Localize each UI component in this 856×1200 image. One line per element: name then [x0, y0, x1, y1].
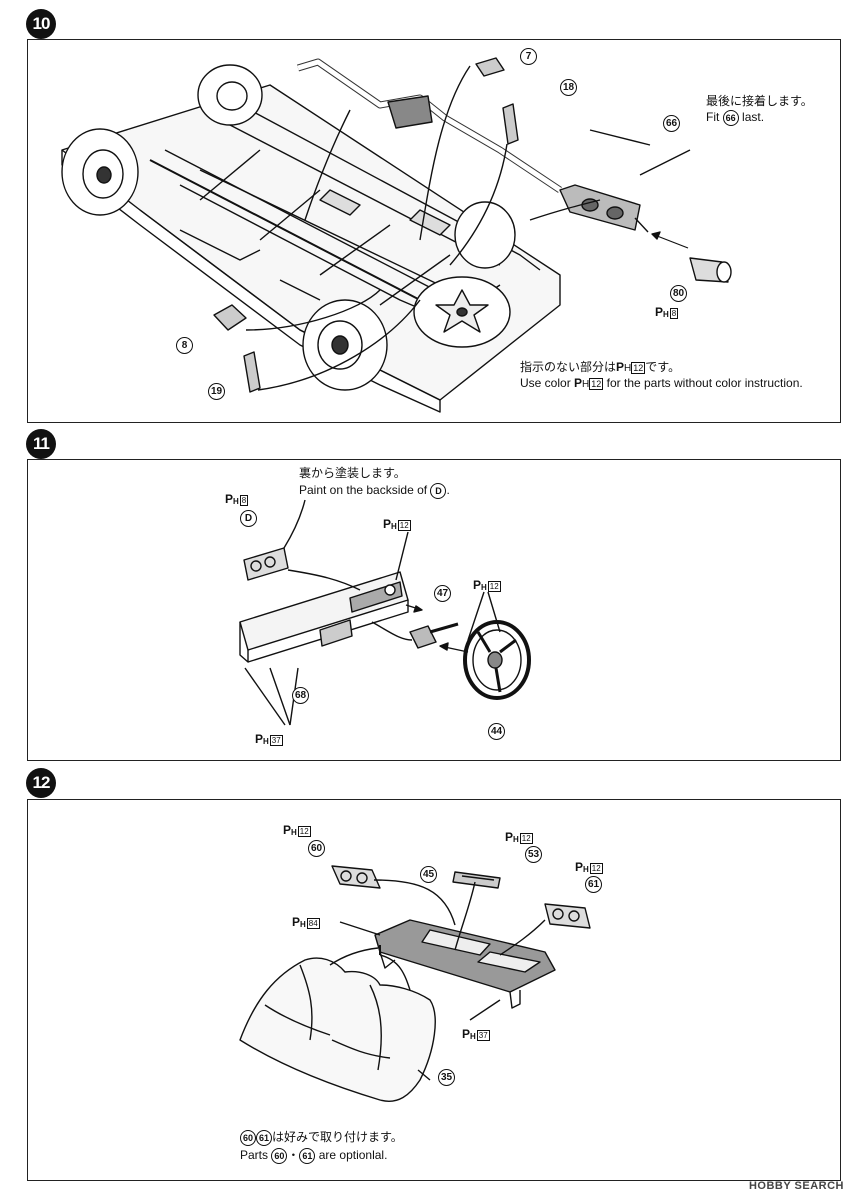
part-18-label: 18	[560, 79, 577, 96]
part-60-label: 60	[308, 840, 325, 857]
part-D-label: D	[240, 510, 257, 527]
part-7-label: 7	[520, 48, 537, 65]
step-12-panel	[27, 799, 841, 1181]
part-80-label: 80	[670, 285, 687, 302]
part-61-label: 61	[585, 876, 602, 893]
step-10-badge: 10	[26, 9, 56, 39]
part-68-label: 68	[292, 687, 309, 704]
part-35-label: 35	[438, 1069, 455, 1086]
fit-last-note-en: Fit 66 last.	[706, 110, 765, 126]
watermark: HOBBY SEARCH	[748, 1180, 844, 1192]
part-47-label: 47	[434, 585, 451, 602]
part-45-label: 45	[420, 866, 437, 883]
part-66-label: 66	[663, 115, 680, 132]
fit-last-note-jp: 最後に接着します。	[706, 94, 813, 108]
part-8-label: 8	[176, 337, 193, 354]
backside-note-en: Paint on the backside of D.	[299, 483, 450, 499]
step-11-panel	[27, 459, 841, 761]
part-19-label: 19	[208, 383, 225, 400]
step-12-badge: 12	[26, 768, 56, 798]
backside-note-jp: 裏から塗装します。	[299, 466, 406, 480]
optional-note-en: Parts 60・61 are optionlal.	[240, 1148, 388, 1164]
step-11-badge: 11	[26, 429, 56, 459]
part-44-label: 44	[488, 723, 505, 740]
part-53-label: 53	[525, 846, 542, 863]
